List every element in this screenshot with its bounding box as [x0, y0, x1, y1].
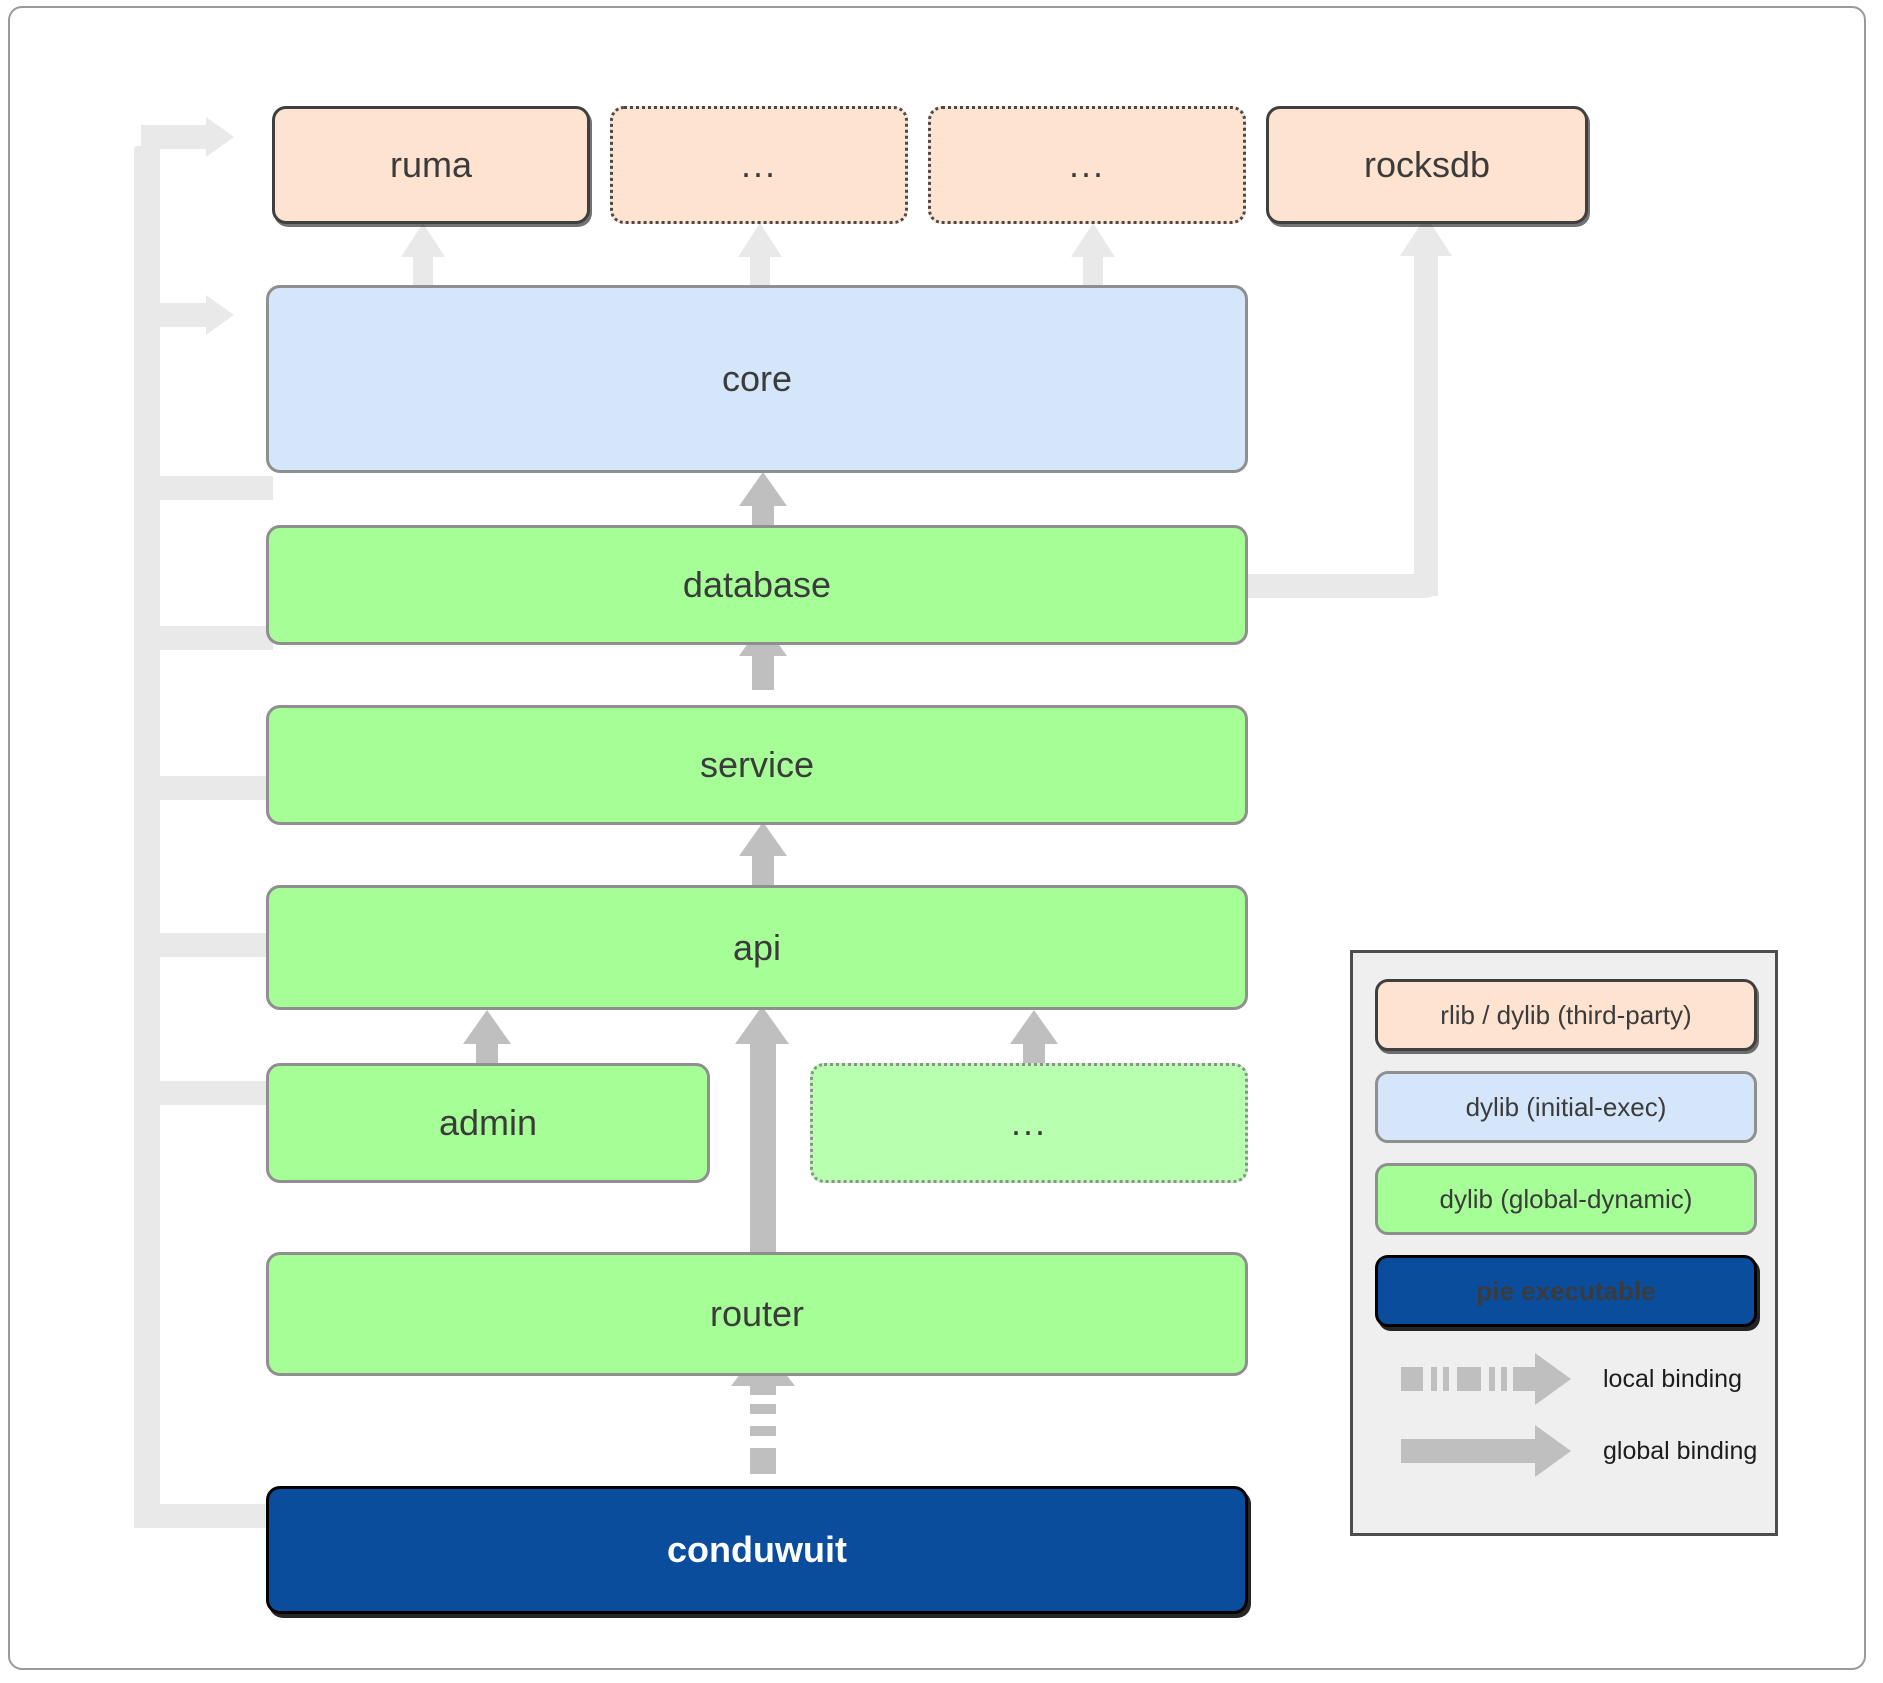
- edge-api-service-shaft: [752, 850, 774, 892]
- edge-database-rocksdb-horizontal: [1242, 574, 1438, 598]
- node-third-party-more-2[interactable]: ...: [928, 106, 1246, 224]
- node-database-label: database: [682, 564, 832, 605]
- node-rocksdb[interactable]: rocksdb: [1266, 106, 1588, 224]
- edge-conduwuit-trunk-foot: [134, 1504, 276, 1528]
- edge-conduwuit-router-dash-2: [750, 1426, 776, 1436]
- node-router[interactable]: router: [266, 1252, 1248, 1376]
- edge-core-ruma-head: [401, 223, 445, 257]
- edge-conduwuit-service-shaft: [141, 626, 273, 650]
- legend-global-binding-label: global binding: [1603, 1437, 1758, 1465]
- edge-core-tpdots2-shaft: [1083, 251, 1103, 291]
- edge-conduwuit-api-shaft: [141, 776, 273, 800]
- node-ruma-label: ruma: [389, 144, 473, 185]
- legend-swatch-third-party-label: rlib / dylib (third-party): [1440, 999, 1692, 1030]
- legend-panel: rlib / dylib (third-party) dylib (initia…: [1350, 950, 1778, 1536]
- edge-conduwuit-router-dash-3: [750, 1404, 776, 1414]
- node-conduwuit[interactable]: conduwuit: [266, 1486, 1248, 1614]
- edge-admin-api-head: [463, 1010, 511, 1044]
- legend-swatch-pie-executable-label: pie executable: [1476, 1275, 1656, 1306]
- edge-conduwuit-router-shaft: [141, 1081, 273, 1105]
- edge-database-core-head: [739, 472, 787, 506]
- node-global-dynamic-more-label: ...: [1010, 1102, 1047, 1143]
- edge-conduwuit-ruma-head: [206, 117, 234, 157]
- legend-swatch-pie-executable: pie executable: [1375, 1255, 1757, 1327]
- node-api-label: api: [732, 926, 782, 968]
- node-conduwuit-label: conduwuit: [667, 1529, 847, 1570]
- legend-swatch-global-dynamic-label: dylib (global-dynamic): [1439, 1183, 1693, 1214]
- edge-service-database-shaft: [752, 650, 774, 690]
- legend-swatch-initial-exec: dylib (initial-exec): [1375, 1071, 1757, 1143]
- node-admin-label: admin: [438, 1102, 538, 1143]
- edge-conduwuit-core-head: [206, 295, 234, 335]
- edge-conduwuit-ruma-shaft: [141, 125, 215, 149]
- edge-gddots-api-shaft: [1023, 1038, 1045, 1070]
- edge-conduwuit-admin-shaft: [141, 933, 273, 957]
- node-rocksdb-label: rocksdb: [1363, 144, 1491, 185]
- dashed-arrow-icon: [1401, 1353, 1571, 1405]
- edge-router-api-shaft: [750, 1038, 776, 1252]
- node-third-party-more-2-label: ...: [1068, 144, 1105, 185]
- edge-core-tpdots1-head: [738, 223, 782, 257]
- node-ruma[interactable]: ruma: [272, 106, 590, 224]
- edge-database-rocksdb-vertical: [1414, 252, 1438, 596]
- edge-router-api-head: [735, 1006, 789, 1044]
- edge-admin-api-shaft: [476, 1038, 498, 1070]
- node-api[interactable]: api: [266, 885, 1248, 1010]
- diagram-frame: ruma ... ... rocksdb core database servi…: [8, 6, 1866, 1670]
- node-service-label: service: [699, 744, 815, 785]
- edge-core-tpdots2-head: [1071, 223, 1115, 257]
- legend-swatch-global-dynamic: dylib (global-dynamic): [1375, 1163, 1757, 1235]
- node-core-label: core: [721, 358, 793, 399]
- legend-swatch-initial-exec-label: dylib (initial-exec): [1465, 1091, 1667, 1122]
- edge-core-tpdots1-shaft: [750, 251, 770, 291]
- node-database[interactable]: database: [266, 525, 1248, 645]
- node-admin[interactable]: admin: [266, 1063, 710, 1183]
- legend-row-global-binding: global binding: [1353, 1399, 1775, 1477]
- legend-swatch-third-party: rlib / dylib (third-party): [1375, 979, 1757, 1051]
- solid-arrow-icon: [1401, 1425, 1571, 1477]
- edge-core-ruma-shaft: [413, 251, 433, 291]
- node-third-party-more-1-label: ...: [740, 144, 777, 185]
- node-router-label: router: [709, 1293, 805, 1334]
- edge-conduwuit-database-shaft: [141, 476, 273, 500]
- legend-row-local-binding: local binding: [1353, 1349, 1775, 1409]
- legend-local-binding-label: local binding: [1603, 1365, 1742, 1393]
- edge-conduwuit-router-dash-1: [750, 1448, 776, 1474]
- node-global-dynamic-more[interactable]: ...: [810, 1063, 1248, 1183]
- edge-conduwuit-core-shaft: [141, 303, 215, 327]
- node-core[interactable]: core: [266, 285, 1248, 473]
- edge-gddots-api-head: [1010, 1010, 1058, 1044]
- edge-conduwuit-trunk-spine: [134, 146, 160, 1526]
- node-third-party-more-1[interactable]: ...: [610, 106, 908, 224]
- node-service[interactable]: service: [266, 705, 1248, 825]
- edge-api-service-head: [739, 822, 787, 856]
